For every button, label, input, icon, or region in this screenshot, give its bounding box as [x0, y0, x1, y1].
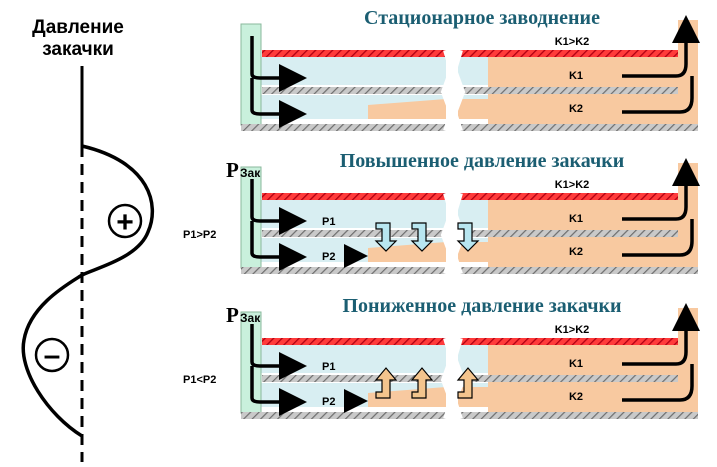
- seal-top-left: [262, 193, 446, 200]
- layer-k1-left: [258, 57, 446, 85]
- permeability-relation: K1>K2: [555, 36, 590, 48]
- production-arrow-k1: [622, 158, 700, 221]
- minus-sign: –: [44, 339, 61, 372]
- layer-p2-label: P2: [322, 396, 335, 408]
- separator-right: [460, 230, 678, 237]
- panel-title: Стационарное заводнение: [364, 7, 600, 29]
- layer-k2-label: K2: [569, 103, 583, 115]
- pressure-symbol: P: [226, 303, 239, 327]
- layer-k1-mid: [458, 57, 488, 85]
- permeability-relation: K1>K2: [555, 324, 590, 336]
- base-right: [460, 267, 698, 274]
- injection-arrow-k1: [250, 324, 307, 380]
- seal-top-left: [262, 50, 446, 57]
- layer-p1-label: P1: [322, 361, 335, 373]
- separator-left: [262, 87, 446, 94]
- pressure-subscript: Зак: [240, 166, 261, 180]
- crossflow-arrow-2: [410, 222, 434, 252]
- pressure-panel-title-line1: Давление: [32, 17, 124, 38]
- crossflow-arrow-3: [456, 222, 480, 252]
- layer-k1-mid: [458, 345, 488, 373]
- injection-arrow-k1: [250, 36, 307, 92]
- separator-left: [262, 230, 446, 237]
- base-left: [241, 267, 446, 274]
- pressure-wave-curve: [21, 144, 155, 438]
- water-front-k2-mid: [458, 99, 488, 119]
- injection-arrow-k2: [250, 78, 307, 128]
- pressure-panel-title-line2: закачки: [42, 39, 114, 60]
- seal-top-right: [460, 193, 678, 200]
- seal-top-right: [460, 50, 678, 57]
- pressure-panel: Давление закачки + –: [21, 17, 155, 462]
- pressure-symbol: P: [226, 158, 239, 182]
- production-arrow-k2: [622, 76, 694, 114]
- water-front-k2: [368, 99, 446, 119]
- crossflow-arrow-1: [374, 367, 398, 399]
- plus-circle-icon: [107, 203, 143, 239]
- panel-title: Пониженное давление закачки: [342, 295, 621, 317]
- seal-top-right: [460, 338, 678, 345]
- layer-k1-label: K1: [569, 358, 583, 370]
- pressure-relation: P1<P2: [183, 374, 216, 386]
- pressure-subscript: Зак: [240, 311, 261, 325]
- base-right: [460, 412, 698, 419]
- crossflow-arrow-2: [410, 367, 434, 399]
- break-line-left: [440, 49, 456, 132]
- break-line-right: [450, 192, 466, 275]
- layer-k2-label: K2: [569, 246, 583, 258]
- base-left: [241, 124, 446, 131]
- seal-top-left: [262, 338, 446, 345]
- base-right: [460, 124, 698, 131]
- panel-title: Повышенное давление закачки: [340, 150, 625, 172]
- layer-p1-label: P1: [322, 216, 335, 228]
- break-line-left: [440, 337, 456, 420]
- layer-p2-label: P2: [322, 251, 335, 263]
- layer-k1-label: K1: [569, 213, 583, 225]
- separator-right: [460, 375, 678, 382]
- break-line-right: [450, 49, 466, 132]
- injection-arrow-k1: [250, 179, 307, 235]
- injection-arrow-k2: [250, 221, 307, 271]
- minus-circle-icon: [34, 337, 70, 373]
- separator-left: [262, 375, 446, 382]
- production-arrow-k1: [622, 15, 700, 78]
- production-arrow-k2: [622, 364, 694, 402]
- layer-k1-label: K1: [569, 70, 583, 82]
- separator-right: [460, 87, 678, 94]
- production-arrow-k2: [622, 219, 694, 257]
- pressure-relation: P1>P2: [183, 229, 216, 241]
- injection-arrow-k2: [250, 366, 307, 416]
- layer-k1-left: [258, 345, 446, 373]
- break-line-left: [440, 192, 456, 275]
- permeability-relation: K1>K2: [555, 179, 590, 191]
- layer-k2-label: K2: [569, 391, 583, 403]
- plus-sign: +: [116, 206, 134, 239]
- production-arrow-k1: [622, 303, 700, 366]
- crossflow-arrow-3: [456, 367, 480, 399]
- crossflow-arrow-1: [374, 222, 398, 252]
- base-left: [241, 412, 446, 419]
